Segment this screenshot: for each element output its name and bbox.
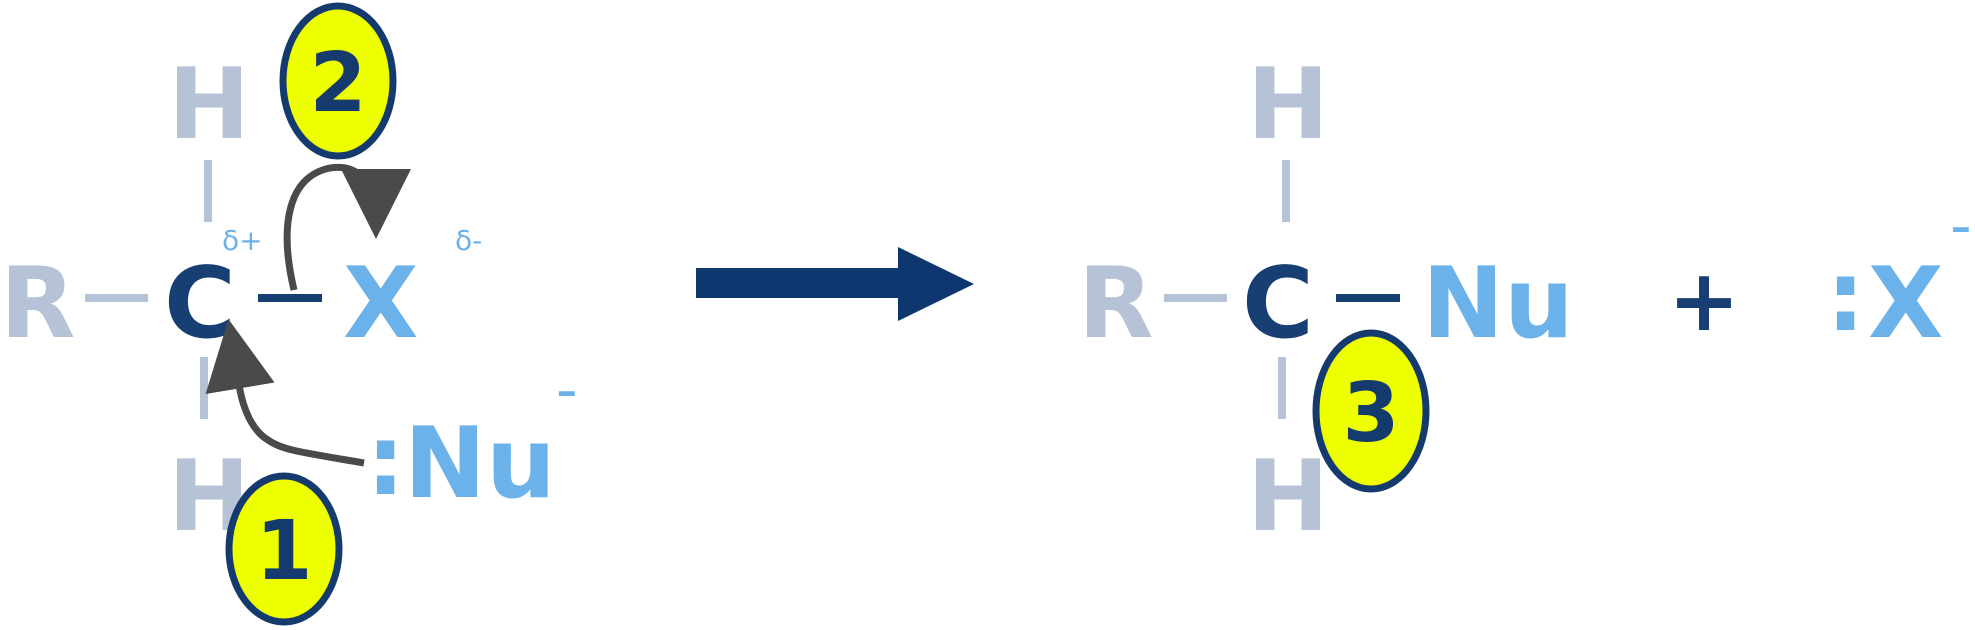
product-carbon: C [1242,247,1314,361]
step-badge-2-number: 2 [309,36,366,131]
step-badge-1-oval [225,472,343,626]
leaving-group-arrow [283,163,411,291]
leaving-group-ion-label: X [1868,247,1944,361]
product-r-group: R [1078,247,1153,361]
delta-minus-label: δ- [455,224,482,257]
nucleophile: : Nu - [366,355,578,521]
nucleophilic-attack-arrow [205,319,365,467]
nucleophile-lone-pair: : [366,404,405,518]
nucleophile-label: Nu [404,407,556,521]
plus-sign: + [1668,251,1740,351]
step-badge-3-oval [1312,329,1430,493]
product-hydrogen-top: H [1247,48,1329,162]
reactant-r-group: R [0,247,75,361]
reactant-carbon: C [164,247,236,361]
reaction-arrow-shaft [696,268,906,298]
step-badge-2: 2 [279,2,397,160]
reactant-hydrogen-top: H [168,48,250,162]
reactant-molecule: R C H H δ+ X δ- [0,48,482,554]
leaving-group-negative-charge: - [1950,191,1972,261]
step-badge-3-number: 3 [1342,366,1399,461]
product-hydrogen-bottom: H [1247,440,1329,554]
leaving-group-lone-pair: : [1826,240,1865,354]
step-badge-1-number: 1 [255,504,312,599]
product-nucleophile: Nu [1422,247,1574,361]
step-badge-3: 3 [1312,329,1430,493]
step-badge-2-oval [279,2,397,160]
reaction-arrow [696,247,974,321]
reactant-leaving-group: X [343,247,419,361]
step-badge-1: 1 [225,472,343,626]
reaction-arrow-head [898,247,974,321]
product-molecule: R C H H Nu [1078,48,1574,554]
leaving-group-ion: : X - [1826,191,1972,361]
nucleophile-negative-charge: - [556,355,578,425]
delta-plus-label: δ+ [222,224,263,257]
